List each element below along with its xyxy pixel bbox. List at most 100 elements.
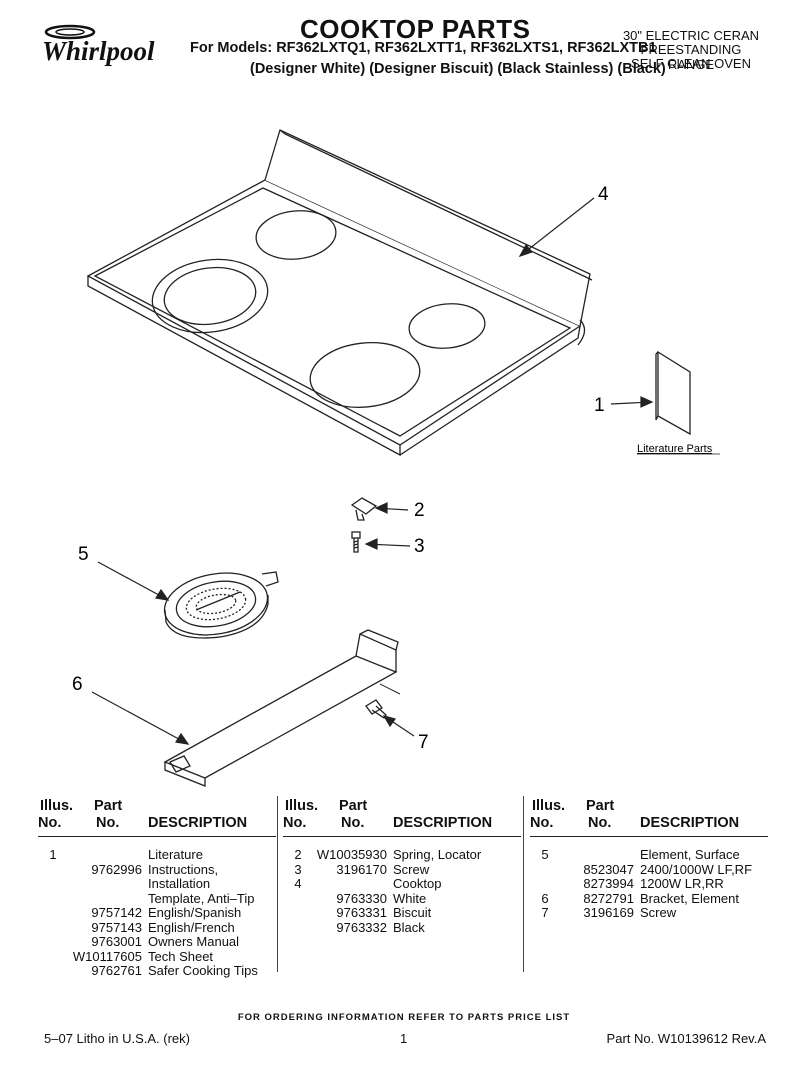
table-header: Illus. No. Part No. DESCRIPTION	[38, 796, 276, 836]
header-description: DESCRIPTION	[148, 815, 248, 831]
part-description: White	[393, 890, 427, 906]
part-number: 9763330	[336, 890, 387, 906]
column-divider	[277, 796, 278, 972]
part-description: Screw	[393, 861, 430, 877]
part-number: W10035930	[316, 847, 387, 862]
part-number: W10117605	[72, 948, 142, 964]
callout-3: 3	[414, 536, 425, 557]
logo-text: Whirlpool	[42, 36, 155, 66]
header-description: DESCRIPTION	[393, 815, 493, 831]
callout-6: 6	[72, 674, 83, 695]
illus-number: 3	[294, 861, 302, 877]
table-row: 9763001 Owners Manual	[38, 934, 276, 949]
exploded-parts-diagram: 4 1 2 3 5 6 7 Literature Parts	[72, 129, 720, 787]
illus-number: 4	[294, 876, 302, 891]
element-bracket-drawing	[163, 629, 399, 787]
part-description: Installation	[148, 876, 211, 891]
header-illus: Illus.	[40, 798, 74, 814]
table-row: 9762996 Instructions,	[38, 862, 276, 877]
table-row: 2 W10035930 Spring, Locator	[283, 847, 521, 862]
part-number: 8272791	[583, 890, 634, 906]
illus-number: 6	[541, 890, 549, 906]
product-line-2: FREESTANDING RANGE	[640, 42, 742, 72]
screw-3-drawing	[351, 531, 361, 553]
callout-1: 1	[594, 395, 605, 416]
illus-number: 2	[294, 847, 302, 862]
literature-drawing	[655, 350, 691, 436]
part-description: Biscuit	[393, 905, 432, 920]
part-number: 9757142	[91, 905, 142, 920]
callout-4: 4	[598, 184, 609, 205]
whirlpool-logo: Whirlpool	[42, 24, 155, 66]
part-description: English/French	[148, 919, 235, 935]
header-part-no: No.	[341, 815, 365, 831]
part-number: 9763332	[336, 919, 387, 935]
part-description: Bracket, Element	[640, 890, 739, 906]
header-no: No.	[530, 815, 554, 831]
header-part: Part	[339, 798, 368, 814]
product-line-1: 30" ELECTRIC CERAN	[622, 28, 760, 43]
table-row: 9757142 English/Spanish	[38, 905, 276, 920]
header-rule	[38, 836, 276, 837]
table-row: 9757143 English/French	[38, 920, 276, 935]
header-part: Part	[94, 798, 123, 814]
table-row: 6 8272791 Bracket, Element	[530, 891, 768, 906]
part-description: Screw	[640, 905, 677, 920]
header-no: No.	[38, 815, 62, 831]
header-rule	[283, 836, 521, 837]
document-part-number: Part No. W10139612 Rev.A	[606, 1031, 766, 1046]
table-header: Illus. No. Part No. DESCRIPTION	[283, 796, 521, 836]
part-description: Spring, Locator	[393, 847, 482, 862]
part-description: 2400/1000W LF,RF	[640, 861, 753, 877]
table-row: 8273994 1200W LR,RR	[530, 876, 768, 891]
part-number: 9762761	[91, 963, 142, 978]
header-part-no: No.	[96, 815, 120, 831]
part-number: 9763001	[91, 934, 142, 949]
table-header: Illus. No. Part No. DESCRIPTION	[530, 796, 768, 836]
part-number: 9757143	[91, 919, 142, 935]
part-description: Instructions,	[148, 861, 219, 877]
parts-column-2: Illus. No. Part No. DESCRIPTION 2 W100359…	[283, 796, 521, 935]
illus-number: 5	[541, 847, 549, 862]
page-title: COOKTOP PARTS	[300, 14, 531, 44]
litho-note: 5–07 Litho in U.S.A. (rek)	[44, 1031, 190, 1046]
part-description: Owners Manual	[148, 934, 240, 949]
header-illus: Illus.	[285, 798, 319, 814]
cooktop-drawing	[86, 129, 593, 457]
literature-parts-label: Literature Parts	[637, 443, 713, 455]
part-number: 8273994	[583, 876, 634, 891]
table-row: W10117605 Tech Sheet	[38, 949, 276, 964]
header-illus: Illus.	[532, 798, 566, 814]
part-description: Cooktop	[393, 876, 442, 891]
header-rule	[530, 836, 768, 837]
finish-list: (Designer White) (Designer Biscuit) (Bla…	[250, 61, 666, 77]
part-description: Tech Sheet	[148, 948, 214, 964]
illus-number: 7	[541, 905, 549, 920]
spring-locator-drawing	[350, 497, 378, 521]
leader-lines	[91, 197, 654, 745]
part-description: 1200W LR,RR	[640, 876, 724, 891]
header-no: No.	[283, 815, 307, 831]
part-description: Safer Cooking Tips	[148, 963, 258, 978]
page-number: 1	[400, 1031, 408, 1046]
table-row: 9762761 Safer Cooking Tips	[38, 963, 276, 978]
table-row: Installation	[38, 876, 276, 891]
surface-element-drawing	[163, 571, 279, 639]
part-description: English/Spanish	[148, 905, 242, 920]
product-line-3: SELF CLEAN OVEN	[631, 56, 751, 71]
part-number: 9762996	[91, 861, 142, 877]
header-part: Part	[586, 798, 615, 814]
ordering-note: FOR ORDERING INFORMATION REFER TO PARTS …	[237, 1012, 571, 1023]
part-description: Literature	[148, 847, 203, 862]
